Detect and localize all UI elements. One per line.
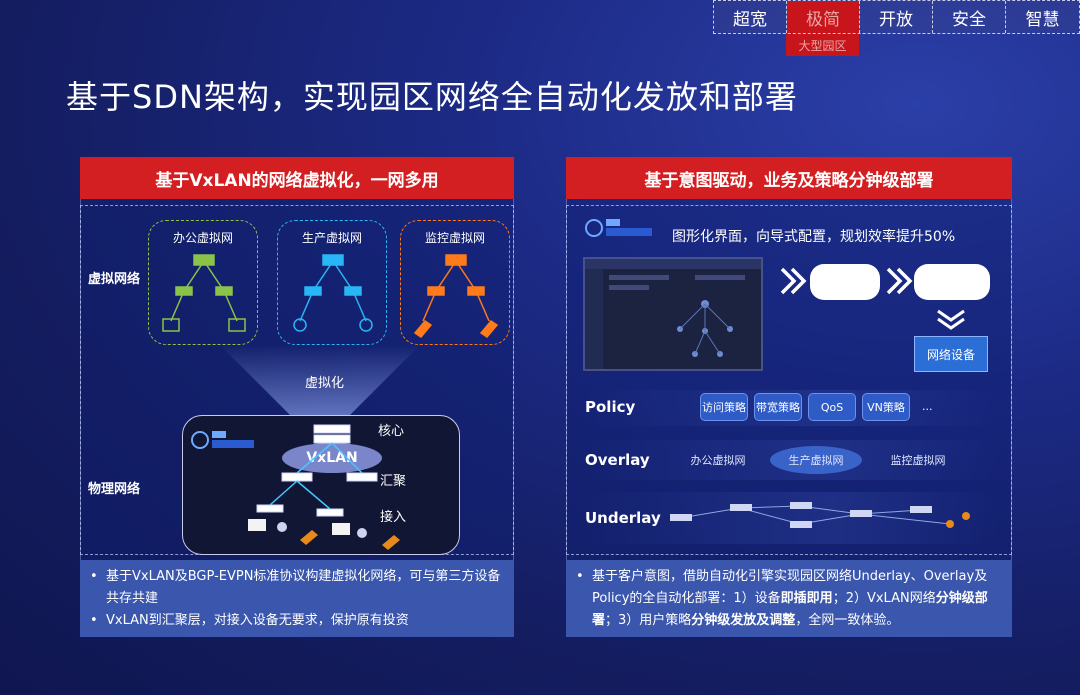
monitor-topology-icon [413, 254, 499, 338]
flow-box-2 [914, 264, 990, 300]
virtualization-beam [220, 345, 420, 415]
tab-ultra-broadband[interactable]: 超宽 [714, 1, 787, 33]
right-bullet-part-4: ，全网一致体验。 [795, 613, 900, 628]
core-label: 核心 [378, 424, 405, 439]
overlay-production: 生产虚拟网 [770, 446, 862, 474]
monitor-virtual-network: 监控虚拟网 [400, 220, 510, 345]
monitor-virtual-network-label: 监控虚拟网 [424, 231, 485, 245]
left-panel-header: 基于VxLAN的网络虚拟化，一网多用 [80, 157, 514, 199]
chevron-right-icon [780, 267, 807, 295]
overlay-label: Overlay [585, 451, 650, 469]
left-bullet-1: 基于VxLAN及BGP-EVPN标准协议构建虚拟化网络，可与第三方设备共存共建 [90, 566, 504, 610]
production-topology-icon [293, 254, 373, 332]
underlay-row-bg [580, 492, 1000, 544]
chevron-down-icon [937, 309, 965, 330]
production-virtual-network: 生产虚拟网 [277, 220, 387, 345]
tab-simple[interactable]: 极简 [787, 1, 860, 33]
physical-network-label: 物理网络 [88, 482, 141, 497]
underlay-topology [670, 502, 970, 528]
network-device-button[interactable]: 网络设备 [914, 336, 988, 372]
top-tabs: 超宽 极简 开放 安全 智慧 [713, 0, 1080, 34]
physical-topology [248, 424, 400, 550]
access-label: 接入 [380, 510, 407, 525]
right-bullet-box: 基于客户意图，借助自动化引擎实现园区网络Underlay、Overlay及Pol… [566, 560, 1012, 637]
right-bullet-bold-1: 即插即用 [780, 591, 833, 606]
right-agile-logo [584, 216, 656, 238]
virtualize-label: 虚拟化 [305, 376, 345, 391]
right-bullet-part-3: ；3）用户策略 [605, 613, 692, 628]
right-diagram-frame [566, 205, 1012, 555]
policy-label: Policy [585, 398, 636, 416]
right-bullet-bold-3: 分钟级发放及调整 [691, 613, 796, 628]
production-virtual-network-label: 生产虚拟网 [301, 231, 362, 245]
vn-policy-pill[interactable]: VN策略 [862, 393, 910, 421]
subtab-large-campus[interactable]: 大型园区 [786, 34, 859, 56]
bandwidth-policy-pill[interactable]: 带宽策略 [754, 393, 802, 421]
right-bullet-part-1: 基于客户意图，借助自动化引擎实现园区网络Underlay、Overlay及Pol… [592, 569, 988, 606]
right-bullet-1: 基于客户意图，借助自动化引擎实现园区网络Underlay、Overlay及Pol… [576, 566, 1002, 632]
flow-box-1 [810, 264, 880, 300]
overlay-office: 办公虚拟网 [690, 454, 746, 467]
chevron-right-icon-2 [886, 267, 913, 295]
office-topology-icon [162, 254, 246, 332]
agile-controller-logo [190, 428, 258, 450]
right-bullet-bold-2: 分钟级部署 [592, 591, 988, 628]
tab-open[interactable]: 开放 [860, 1, 933, 33]
topology-preview-icon [585, 259, 761, 369]
page-title: 基于SDN架构，实现园区网络全自动化发放和部署 [66, 78, 798, 116]
left-bullet-list: 基于VxLAN及BGP-EVPN标准协议构建虚拟化网络，可与第三方设备共存共建 … [80, 560, 514, 637]
right-panel-header: 基于意图驱动，业务及策略分钟级部署 [566, 157, 1012, 199]
office-virtual-network-label: 办公虚拟网 [172, 231, 233, 245]
tab-secure[interactable]: 安全 [933, 1, 1006, 33]
controller-screenshot [583, 257, 763, 371]
aggregation-label: 汇聚 [380, 474, 407, 489]
underlay-label: Underlay [585, 509, 661, 527]
ui-caption: 图形化界面，向导式配置，规划效率提升50% [672, 229, 956, 245]
tab-smart[interactable]: 智慧 [1006, 1, 1079, 33]
left-bullet-2: VxLAN到汇聚层，对接入设备无要求，保护原有投资 [90, 610, 504, 632]
qos-policy-pill[interactable]: QoS [808, 393, 856, 421]
access-policy-pill[interactable]: 访问策略 [700, 393, 748, 421]
more-policies: ... [922, 400, 933, 413]
office-virtual-network: 办公虚拟网 [148, 220, 258, 345]
virtual-network-label: 虚拟网络 [88, 272, 141, 287]
overlay-monitor: 监控虚拟网 [890, 454, 946, 467]
right-bullet-part-2: ；2）VxLAN网络 [832, 591, 936, 606]
